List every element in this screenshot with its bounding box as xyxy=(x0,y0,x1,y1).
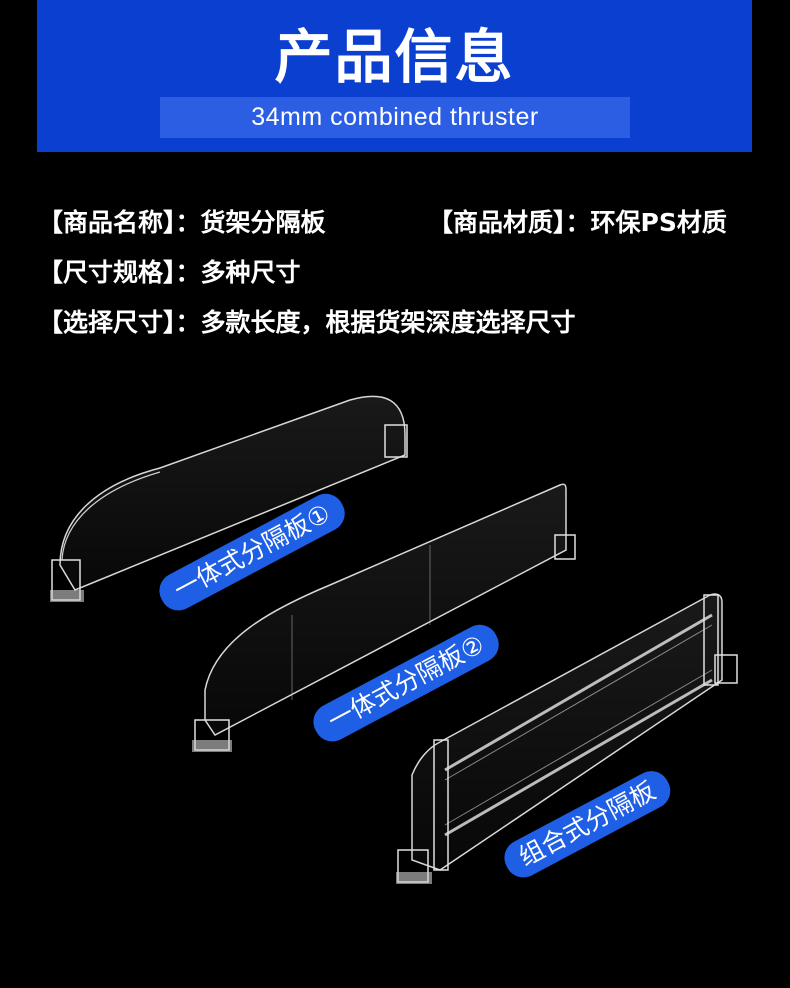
spec-material: 【商品材质】：环保PS材质 xyxy=(428,208,727,238)
spec-size-value: 多种尺寸 xyxy=(200,258,301,287)
page-subtitle: 34mm combined thruster xyxy=(160,97,630,138)
spec-size-label: 【尺寸规格】： xyxy=(38,258,201,287)
spec-name-label: 【商品名称】： xyxy=(38,208,201,237)
divider-2-image xyxy=(192,483,576,752)
page-title: 产品信息 xyxy=(274,23,515,91)
divider-3-image xyxy=(396,593,738,884)
spec-material-label: 【商品材质】： xyxy=(428,208,591,237)
spec-choose-label: 【选择尺寸】： xyxy=(38,308,201,337)
spec-material-value: 环保PS材质 xyxy=(590,208,727,237)
spec-choose: 【选择尺寸】：多款长度，根据货架深度选择尺寸 xyxy=(38,308,576,338)
spec-choose-value: 多款长度，根据货架深度选择尺寸 xyxy=(200,308,576,337)
spec-size: 【尺寸规格】：多种尺寸 xyxy=(38,258,301,288)
divider-1-image xyxy=(50,395,408,602)
spec-name-value: 货架分隔板 xyxy=(200,208,326,237)
header-banner: 产品信息 34mm combined thruster xyxy=(37,0,752,152)
spec-name: 【商品名称】：货架分隔板 xyxy=(38,208,326,238)
